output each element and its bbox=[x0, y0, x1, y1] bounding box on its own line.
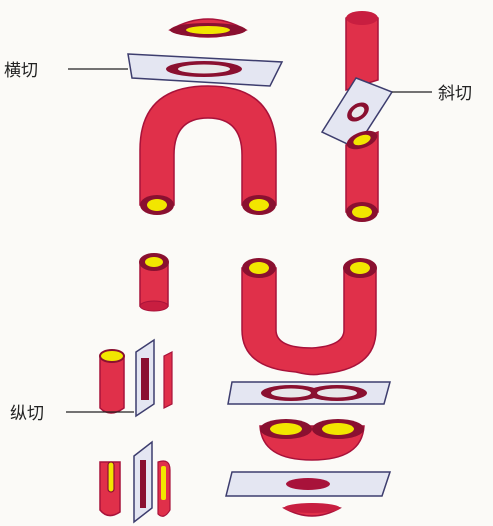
standalone-tube bbox=[139, 253, 169, 311]
oblique-lower-piece bbox=[344, 127, 380, 222]
transverse-cutting-plane bbox=[128, 54, 282, 86]
u-tube-bottom-slice bbox=[284, 503, 340, 516]
transverse-cap bbox=[170, 19, 246, 37]
u-tube-second-plane bbox=[226, 472, 390, 496]
transverse-cut-group: 横切 bbox=[4, 19, 282, 215]
oblique-cut-group: 斜切 bbox=[322, 11, 472, 222]
longitudinal-cut-group: 纵切 bbox=[10, 340, 172, 522]
u-tube-cut-group bbox=[226, 258, 390, 516]
longitudinal-set-2 bbox=[100, 442, 170, 522]
transverse-label: 横切 bbox=[4, 61, 38, 81]
u-tube-cutting-plane bbox=[228, 382, 390, 404]
longitudinal-set-1 bbox=[100, 340, 172, 416]
oblique-label: 斜切 bbox=[438, 84, 472, 104]
longitudinal-label: 纵切 bbox=[10, 404, 44, 424]
oblique-upper-piece bbox=[346, 11, 378, 90]
u-tube bbox=[242, 258, 377, 375]
inverted-u-tube bbox=[140, 86, 276, 215]
u-tube-removed-chunk bbox=[260, 419, 364, 460]
